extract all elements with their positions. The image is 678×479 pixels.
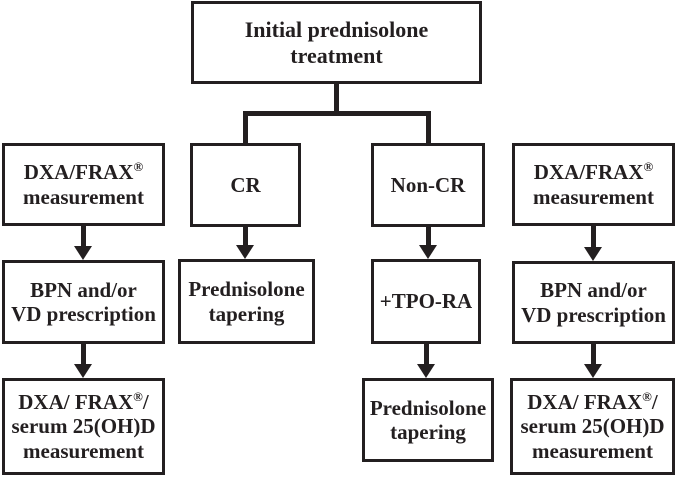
box-text-line: Prednisolone [188, 277, 305, 302]
registered-mark: ® [643, 159, 654, 175]
box-dxa-frax-measurement-right: DXA/FRAX® measurement [512, 143, 675, 226]
box-prednisolone-tapering-cr: Prednisolone tapering [178, 259, 315, 344]
registered-mark: ® [642, 389, 652, 405]
arrow-non-cr-to-tpo-ra [426, 227, 431, 246]
arrowhead-down-icon [584, 247, 602, 261]
box-text-line: Prednisolone [369, 395, 487, 420]
connector-branch-horizontal [243, 111, 431, 116]
box-text-line: serum 25(OH)D [520, 414, 665, 439]
box-text-line: treatment [290, 42, 383, 68]
box-cr: CR [190, 143, 301, 227]
arrowhead-down-icon [74, 364, 92, 378]
box-text-line: Initial prednisolone [244, 17, 429, 43]
arrow-bpn-right-to-dxa-serum-right [591, 344, 596, 365]
connector-to-cr [243, 113, 248, 144]
arrow-cr-to-tapering [243, 227, 248, 246]
arrowhead-down-icon [236, 245, 254, 259]
box-text-line: DXA/ FRAX®/ [18, 389, 149, 415]
box-tpo-ra: +TPO-RA [371, 259, 481, 344]
box-text-line: serum 25(OH)D [11, 414, 156, 439]
box-dxa-frax-serum-measurement-right: DXA/ FRAX®/ serum 25(OH)D measurement [510, 378, 675, 475]
box-non-cr: Non-CR [371, 143, 485, 227]
box-text-line: tapering [390, 420, 466, 444]
box-text-line: BPN and/or [540, 278, 647, 303]
box-initial-prednisolone-treatment: Initial prednisolone treatment [191, 1, 482, 84]
box-text-line: measurement [533, 184, 654, 209]
box-text-line: CR [230, 172, 261, 197]
box-bpn-vd-prescription-left: BPN and/or VD prescription [2, 260, 165, 344]
arrow-tpo-ra-to-tapering [424, 344, 429, 365]
registered-mark: ® [133, 389, 143, 405]
box-text-line: BPN and/or [30, 277, 137, 302]
box-prednisolone-tapering-tpo: Prednisolone tapering [362, 378, 494, 462]
arrow-bpn-left-to-dxa-serum-left [81, 344, 86, 365]
connector-top-vertical [334, 83, 339, 115]
box-text-line: VD prescription [521, 302, 666, 327]
arrowhead-down-icon [419, 245, 437, 259]
box-text-line: measurement [23, 184, 144, 209]
box-dxa-frax-serum-measurement-left: DXA/ FRAX®/ serum 25(OH)D measurement [2, 378, 165, 475]
box-text-line: DXA/FRAX® [23, 159, 144, 185]
connector-to-non-cr [426, 113, 431, 144]
arrow-dxa-left-to-bpn-left [81, 226, 86, 248]
box-text-line: DXA/FRAX® [533, 159, 654, 185]
arrow-dxa-right-to-bpn-right [591, 226, 596, 249]
box-text-line: tapering [208, 301, 285, 326]
box-dxa-frax-measurement-left: DXA/FRAX® measurement [2, 143, 165, 226]
arrowhead-down-icon [584, 364, 602, 378]
arrowhead-down-icon [417, 364, 435, 378]
arrowhead-down-icon [74, 246, 92, 260]
box-text-line: Non-CR [390, 172, 466, 197]
box-bpn-vd-prescription-right: BPN and/or VD prescription [512, 261, 675, 344]
box-text-line: +TPO-RA [379, 289, 473, 314]
box-text-line: measurement [532, 438, 653, 463]
box-text-line: DXA/ FRAX®/ [527, 389, 658, 415]
box-text-line: measurement [23, 438, 144, 463]
box-text-line: VD prescription [11, 302, 156, 326]
registered-mark: ® [133, 159, 144, 175]
